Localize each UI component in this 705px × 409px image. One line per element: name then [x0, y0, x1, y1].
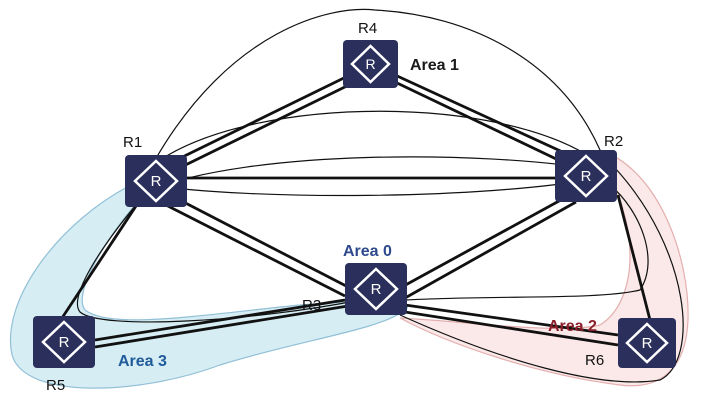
router-icon: R — [563, 154, 609, 198]
router-icon: R — [353, 267, 399, 311]
router-body — [345, 263, 407, 315]
router-r5: R — [33, 316, 95, 368]
area-label-1: Area 1 — [410, 57, 459, 74]
area-label-0: Area 0 — [343, 243, 392, 260]
router-label-r1: R1 — [123, 134, 142, 151]
router-label-r4: R4 — [358, 20, 377, 37]
router-body — [33, 316, 95, 368]
link-r1-r4-b — [164, 80, 356, 177]
router-glyph: R — [59, 334, 70, 351]
router-glyph: R — [581, 168, 592, 185]
router-label-r2: R2 — [604, 133, 623, 150]
router-label-r3: R3 — [302, 297, 321, 314]
link-r3-r6-a — [404, 303, 619, 337]
link-r1-r4-a — [159, 73, 351, 170]
router-label-r5: R5 — [46, 377, 65, 394]
router-body — [343, 40, 398, 88]
router-r3: R — [345, 263, 407, 315]
link-r4-r2-b — [394, 80, 576, 170]
router-glyph: R — [151, 173, 162, 190]
router-icon: R — [133, 159, 179, 203]
area1-r1-r2-curve — [159, 110, 596, 161]
area0-r1-r2-lower-curve — [149, 177, 601, 197]
link-r2-r6 — [616, 194, 652, 321]
area2-inner-curve — [404, 184, 649, 301]
link-r4-r2-a — [394, 73, 581, 162]
router-body — [555, 150, 617, 202]
router-glyph: R — [365, 56, 375, 72]
router-r1: R — [125, 155, 187, 207]
link-r1-r5 — [60, 199, 142, 319]
area0-r1-r2-upper-curve — [149, 156, 601, 191]
router-r6: R — [618, 318, 676, 368]
link-r3-r6-b — [404, 310, 619, 347]
router-glyph: R — [642, 335, 653, 352]
link-r1-r3-a — [169, 193, 351, 290]
link-r2-r3-b — [404, 200, 577, 300]
area-2-region — [399, 149, 689, 387]
area-boundary-curves — [76, 8, 684, 383]
link-r2-r3-a — [399, 193, 571, 290]
router-links — [60, 73, 652, 349]
link-r3-r5-a — [94, 298, 346, 342]
area-label-3: Area 3 — [118, 353, 167, 370]
area1-outer-curve — [154, 8, 601, 161]
router-body — [618, 318, 676, 368]
router-icon: R — [625, 322, 669, 364]
router-r4: R — [343, 40, 398, 88]
area-label-2: Area 2 — [548, 318, 597, 335]
router-icon: R — [350, 44, 391, 84]
router-label-r6: R6 — [585, 352, 604, 369]
router-icon: R — [41, 320, 87, 364]
link-r3-r5-b — [94, 304, 349, 349]
router-glyph: R — [371, 281, 382, 298]
link-r1-r3-b — [161, 201, 346, 298]
area2-outer-curve — [399, 167, 684, 383]
router-r2: R — [555, 150, 617, 202]
router-body — [125, 155, 187, 207]
